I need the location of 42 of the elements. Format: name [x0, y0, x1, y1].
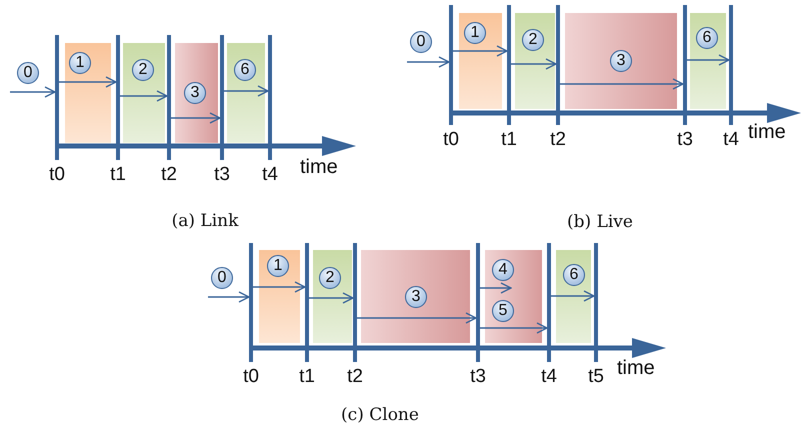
axis-label: time — [617, 357, 655, 380]
arrow — [480, 322, 548, 334]
arrow — [309, 292, 354, 304]
arrow — [511, 58, 557, 70]
step-number-badge: 0 — [211, 267, 233, 289]
arrow — [357, 312, 477, 324]
time-tick-label: t3 — [677, 129, 693, 151]
figure-caption: (a) Link — [172, 211, 238, 231]
arrow — [59, 76, 117, 88]
time-tick-label: t2 — [347, 366, 363, 388]
arrow — [253, 281, 306, 293]
figure-caption: (c) Clone — [341, 405, 419, 425]
figure-caption: (b) Live — [567, 212, 633, 232]
arrow — [687, 54, 730, 66]
time-tick-label: t2 — [161, 164, 177, 186]
time-tick-label: t3 — [470, 366, 486, 388]
arrow — [407, 56, 450, 68]
time-tick-label: t3 — [214, 164, 230, 186]
time-tick-label: t0 — [443, 129, 459, 151]
arrow — [453, 45, 508, 57]
time-tick-label: t4 — [723, 129, 739, 151]
step-number-badge: 0 — [410, 31, 432, 53]
time-tick-label: t0 — [49, 164, 65, 186]
time-tick-label: t1 — [110, 164, 126, 186]
arrow — [560, 78, 684, 90]
time-tick-label: t4 — [541, 366, 557, 388]
arrow — [120, 90, 168, 102]
time-tick-label: t0 — [243, 366, 259, 388]
time-tick-label: t5 — [588, 366, 604, 388]
time-tick-label: t1 — [299, 366, 315, 388]
time-tick-label: t4 — [262, 164, 278, 186]
arrow — [10, 86, 56, 98]
arrow — [171, 112, 221, 124]
time-tick-label: t2 — [550, 129, 566, 151]
axis-label: time — [300, 156, 338, 179]
arrow — [551, 290, 595, 302]
arrow — [480, 282, 512, 294]
step-number-badge: 0 — [17, 62, 39, 84]
arrow — [224, 85, 269, 97]
time-tick-label: t1 — [501, 129, 517, 151]
arrow — [208, 291, 250, 303]
axis-label: time — [748, 121, 786, 144]
